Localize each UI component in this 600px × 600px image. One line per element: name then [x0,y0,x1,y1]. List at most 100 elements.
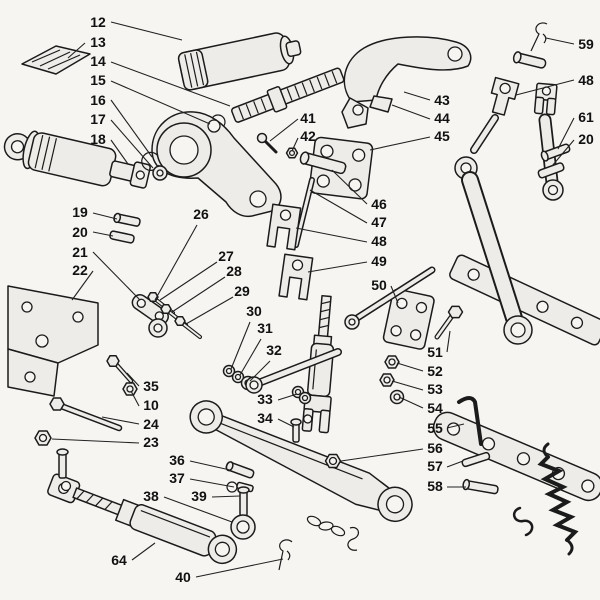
part-label-28-13: 28 [226,263,242,279]
linch-rod-57 [461,451,491,468]
part-label-51-44: 51 [427,344,443,360]
part-label-24-22: 24 [143,416,159,432]
parts-artwork [3,22,600,571]
part-label-36-24: 36 [169,452,185,468]
leveling-link-right [454,76,533,345]
leader-line-18-6 [110,139,129,165]
leader-line-51-44 [446,330,451,353]
linch-rod-58 [462,478,499,495]
handle-rod [457,396,483,446]
bracket-pin [299,151,347,175]
part-label-50-39: 50 [371,277,387,293]
leader-line-37-25 [189,478,235,488]
part-label-18-6: 18 [90,131,106,147]
leader-line-29-14 [185,296,234,325]
pin-19 [113,212,141,227]
leader-line-48-37 [295,227,368,243]
stabilizer-turnbuckle [47,473,238,565]
leader-line-47-36 [309,189,368,224]
leader-line-23-23 [51,438,140,444]
leader-line-41-30 [269,118,299,142]
part-label-21-9: 21 [72,244,88,260]
pin-61 [540,143,571,162]
part-label-46-35: 46 [371,196,387,212]
hydraulic-cylinder-top [177,32,302,91]
leader-line-56-49 [340,448,424,462]
leader-line-50-39 [390,285,399,304]
part-label-15-3: 15 [90,72,106,88]
hex-nut-10 [122,382,138,396]
part-callouts: 1213141516171819202122262728293031323334… [51,14,594,585]
hex-nut-42 [285,147,299,159]
eye-bolt [148,318,168,338]
pin-top-right [512,51,547,69]
part-label-38-26: 38 [143,488,159,504]
leader-line-28-13 [171,276,226,313]
leader-line-44-33 [391,104,431,120]
leader-line-16-4 [110,99,153,158]
crank-lever [131,293,169,326]
leader-line-33-18 [277,393,298,401]
washers-pair [291,385,312,405]
part-label-48-37: 48 [371,233,387,249]
part-label-43-32: 43 [434,92,450,108]
leader-line-24-22 [101,416,140,425]
leader-line-40-29 [195,558,284,578]
leader-line-54-47 [398,396,424,409]
part-label-58-51: 58 [427,478,443,494]
part-label-49-38: 49 [371,253,387,269]
part-label-35-20: 35 [143,378,159,394]
hex-bolt-24 [49,397,123,432]
leader-line-42-31 [291,137,299,152]
mounting-bracket [7,285,99,397]
leader-line-13-1 [67,42,86,59]
leader-line-21-9 [92,251,141,301]
leader-line-64-28 [131,542,156,561]
clevis-pin-left [56,448,72,492]
s-hook-chain [347,526,359,551]
part-label-31-16: 31 [257,320,273,336]
pin-20-right [537,162,565,179]
part-label-27-12: 27 [218,248,234,264]
leader-line-43-32 [403,91,431,101]
washer-small [152,165,168,181]
leader-line-49-38 [307,261,368,273]
hex-nut-56 [324,453,342,469]
leader-line-36-24 [189,460,231,471]
clevis-pin-center [290,418,302,443]
part-label-48-41: 48 [578,72,594,88]
part-label-45-34: 45 [434,128,450,144]
part-label-61-42: 61 [578,109,594,125]
part-label-34-19: 34 [257,410,273,426]
leader-line-10-21 [130,390,140,407]
leader-line-20-8 [92,231,114,237]
r-clip-bottom [278,539,293,571]
pin-39 [237,486,250,517]
part-label-32-17: 32 [266,342,282,358]
pin-20-left [109,230,135,244]
leader-line-46-35 [331,169,368,205]
leader-line-31-16 [239,338,262,376]
part-label-26-11: 26 [193,206,209,222]
leader-line-22-10 [71,270,94,301]
leader-line-35-20 [126,372,140,387]
leader-line-55-48 [446,423,465,429]
part-label-52-45: 52 [427,363,443,379]
leader-line-53-46 [391,380,424,391]
part-label-19-7: 19 [72,204,88,220]
leader-line-30-15 [230,321,251,370]
hydraulic-cylinder-left [3,130,151,189]
part-label-20-43: 20 [578,131,594,147]
part-label-14-2: 14 [90,53,106,69]
tension-spring [537,442,579,556]
leader-line-61-42 [557,117,575,150]
part-label-12-0: 12 [90,14,106,30]
leader-line-15-3 [110,80,211,125]
pin-36 [225,461,255,479]
leader-line-26-11 [154,224,198,301]
leader-line-38-26 [163,496,233,523]
part-label-30-15: 30 [246,303,262,319]
hex-nut-23 [34,430,52,446]
